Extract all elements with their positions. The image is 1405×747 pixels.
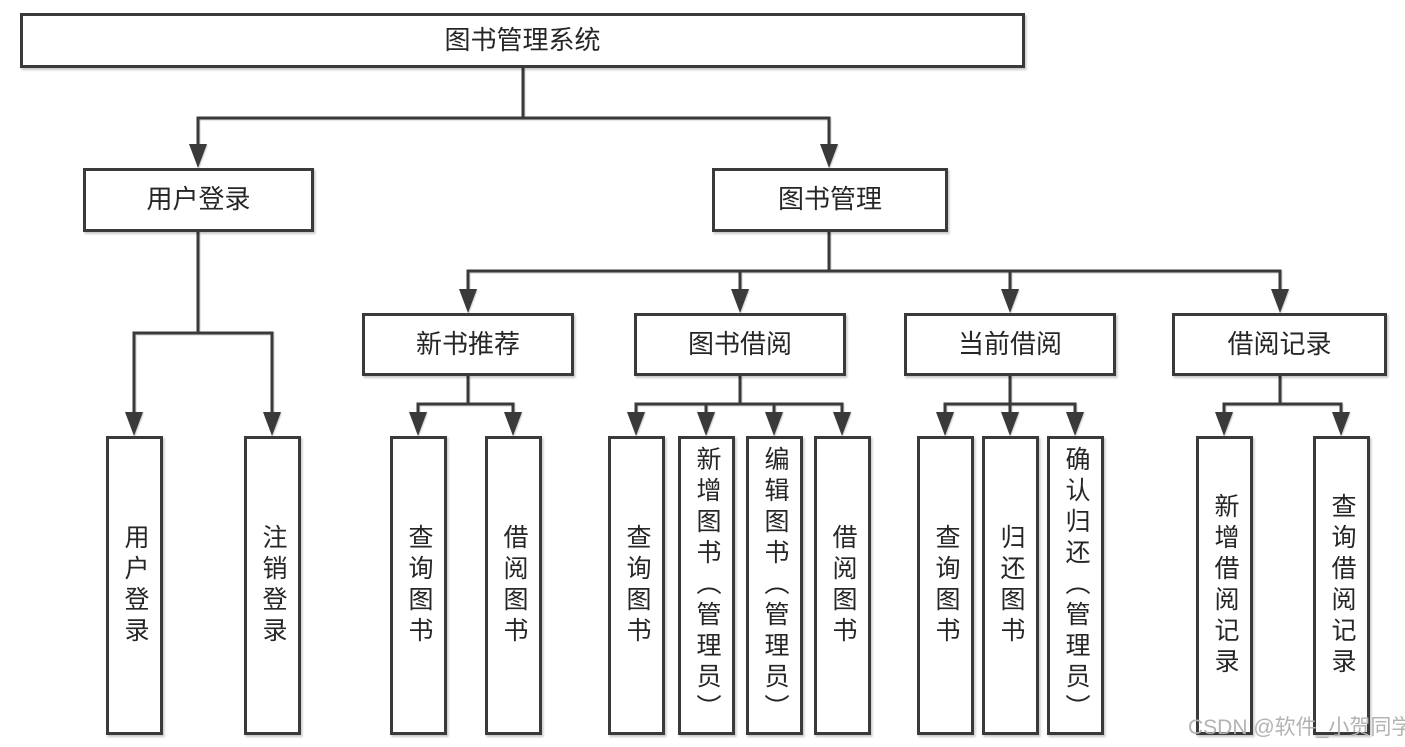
leaf-borrow-book: 借阅图书 [814,436,871,735]
arrowhead [627,412,645,436]
leaf-add-borrow-record: 新增借阅记录 [1196,436,1253,735]
leaf-query-book-borrow: 查询图书 [608,436,665,735]
leaf-query-book-borrow-label: 查询图书 [623,523,651,648]
arrowhead [765,412,783,436]
leaf-borrow-book-recommend-label: 借阅图书 [500,523,528,648]
node-library-system-label: 图书管理系统 [444,24,601,55]
arrowhead [1066,412,1084,436]
leaf-borrow-book-label: 借阅图书 [829,523,857,648]
leaf-query-book-current-label: 查询图书 [932,523,960,648]
node-user-login: 用户登录 [83,168,314,232]
leaf-query-book-recommend: 查询图书 [390,436,447,735]
leaf-add-borrow-record-label: 新增借阅记录 [1211,492,1239,679]
node-book-management: 图书管理 [712,168,948,232]
arrowhead [820,144,838,168]
node-borrow-record: 借阅记录 [1172,313,1387,376]
node-book-borrow: 图书借阅 [634,313,846,376]
arrowhead [1001,289,1019,313]
node-borrow-record-label: 借阅记录 [1227,328,1332,359]
leaf-edit-book-admin-label: 编辑图书（管理员） [761,446,789,725]
arrowhead [1271,289,1289,313]
leaf-user-login: 用户登录 [106,436,163,735]
leaf-add-book-admin: 新增图书（管理员） [678,436,735,735]
arrowhead [936,412,954,436]
leaf-logout: 注销登录 [244,436,301,735]
arrowhead [504,412,522,436]
arrowhead [263,412,281,436]
leaf-borrow-book-recommend: 借阅图书 [485,436,542,735]
leaf-user-login-label: 用户登录 [121,523,149,648]
node-current-borrow: 当前借阅 [904,313,1116,376]
arrowhead [833,412,851,436]
node-book-management-label: 图书管理 [777,184,882,215]
node-new-book-recommend: 新书推荐 [362,313,574,376]
arrowhead [731,289,749,313]
arrowhead [697,412,715,436]
leaf-return-book: 归还图书 [982,436,1039,735]
node-book-borrow-label: 图书借阅 [687,328,792,359]
arrowhead [1001,412,1019,436]
leaf-edit-book-admin: 编辑图书（管理员） [746,436,803,735]
leaf-add-book-admin-label: 新增图书（管理员） [693,446,721,725]
node-new-book-recommend-label: 新书推荐 [415,328,520,359]
arrowhead [459,289,477,313]
node-user-login-label: 用户登录 [146,184,251,215]
leaf-query-book-recommend-label: 查询图书 [405,523,433,648]
leaf-query-borrow-record-label: 查询借阅记录 [1328,492,1356,679]
leaf-return-book-label: 归还图书 [997,523,1025,648]
leaf-query-borrow-record: 查询借阅记录 [1313,436,1370,735]
watermark: CSDN @软件_小贺同学 [1188,716,1405,739]
leaf-logout-label: 注销登录 [259,523,287,648]
node-library-system: 图书管理系统 [20,13,1025,68]
leaf-query-book-current: 查询图书 [917,436,974,735]
node-current-borrow-label: 当前借阅 [957,328,1062,359]
arrowhead [409,412,427,436]
arrowhead [189,144,207,168]
leaf-confirm-return-admin: 确认归还（管理员） [1047,436,1104,735]
arrowhead [125,412,143,436]
arrowhead [1332,412,1350,436]
arrowhead [1215,412,1233,436]
leaf-confirm-return-admin-label: 确认归还（管理员） [1062,446,1090,725]
